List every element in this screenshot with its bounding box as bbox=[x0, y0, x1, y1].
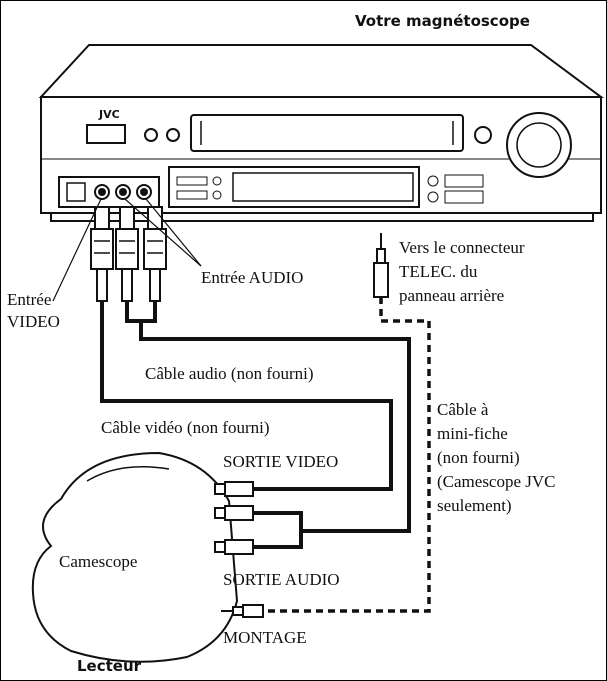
cables bbox=[100, 301, 411, 549]
mini-plug-vcr bbox=[373, 233, 389, 298]
mini-plug-camcorder bbox=[221, 604, 264, 618]
camcorder-shape bbox=[31, 451, 239, 663]
vcr-top bbox=[38, 44, 605, 98]
audio-cable-label: Câble audio (non fourni) bbox=[145, 364, 314, 383]
vcr-title: Votre magnétoscope bbox=[355, 12, 530, 30]
brand-logo: JVC bbox=[98, 108, 120, 121]
camcorder-label: Camescope bbox=[59, 552, 137, 571]
rca-plug bbox=[143, 228, 167, 270]
rca-plugs-vcr bbox=[90, 206, 167, 302]
rca-plug bbox=[224, 505, 254, 521]
rca-plug bbox=[214, 483, 226, 495]
edit-label: MONTAGE bbox=[223, 628, 307, 647]
rca-plug bbox=[121, 268, 133, 302]
player-label: Lecteur bbox=[77, 657, 142, 675]
cassette-slot bbox=[190, 114, 464, 152]
video-in-label: Entrée bbox=[7, 290, 51, 309]
video-cable bbox=[100, 301, 393, 491]
rca-plugs-camcorder bbox=[214, 481, 254, 555]
rca-plug bbox=[96, 268, 108, 302]
vcr-button bbox=[166, 128, 180, 142]
rca-plug bbox=[224, 539, 254, 555]
vcr-base bbox=[50, 212, 594, 222]
remote-label: TELEC. du bbox=[399, 262, 478, 281]
rca-plug bbox=[149, 268, 161, 302]
mini-plug-label: (Camescope JVC bbox=[437, 472, 556, 491]
callout-lines bbox=[52, 198, 202, 302]
mini-plug-label: Câble à bbox=[437, 400, 489, 419]
rca-plug bbox=[224, 481, 254, 497]
remote-label: Vers le connecteur bbox=[399, 238, 525, 257]
audio-cable bbox=[139, 321, 411, 549]
mini-plug-cable bbox=[263, 297, 431, 613]
video-in-label: VIDEO bbox=[7, 312, 60, 331]
play-button bbox=[474, 126, 492, 144]
rca-plug bbox=[214, 507, 226, 519]
audio-cable-y bbox=[125, 301, 157, 323]
rca-plug bbox=[214, 541, 226, 553]
rca-plug bbox=[115, 228, 139, 270]
vcr-button bbox=[144, 128, 158, 142]
rca-plug bbox=[90, 228, 114, 270]
rca-plug bbox=[119, 206, 135, 230]
mini-plug-label: mini-fiche bbox=[437, 424, 508, 443]
mini-plug-label: seulement) bbox=[437, 496, 512, 515]
mini-plug-label: (non fourni) bbox=[437, 448, 520, 467]
rca-plug bbox=[94, 206, 110, 230]
video-cable-label: Câble vidéo (non fourni) bbox=[101, 418, 270, 437]
power-button bbox=[86, 124, 126, 144]
vcr bbox=[38, 44, 605, 222]
plug-grips bbox=[94, 240, 163, 254]
video-out-label: SORTIE VIDEO bbox=[223, 452, 338, 471]
audio-out-label: SORTIE AUDIO bbox=[223, 570, 340, 589]
audio-in-label: Entrée AUDIO bbox=[201, 268, 303, 287]
remote-label: panneau arrière bbox=[399, 286, 504, 305]
